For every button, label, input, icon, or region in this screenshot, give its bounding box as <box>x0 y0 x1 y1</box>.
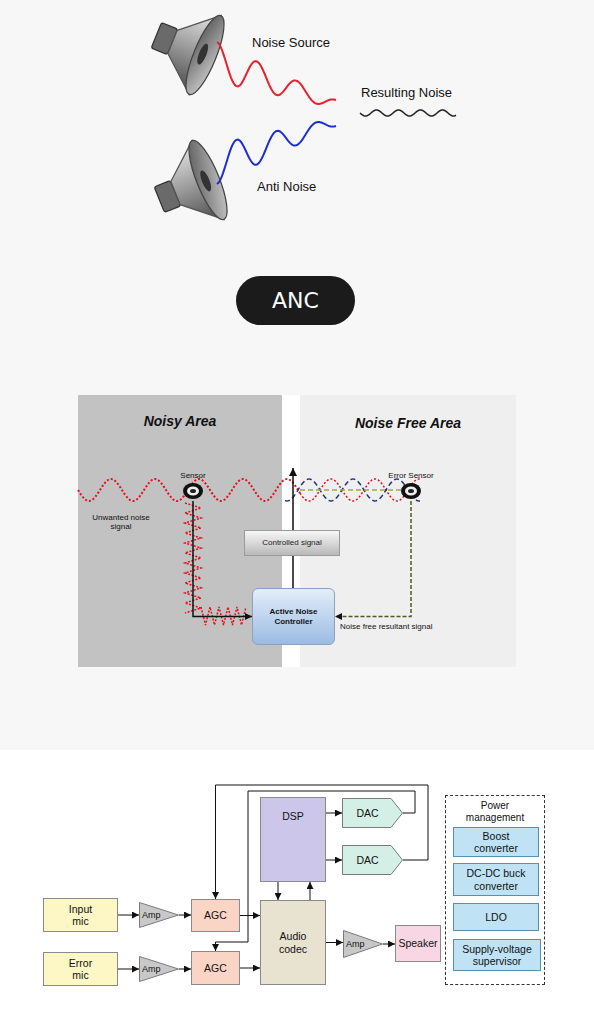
codec-box: Audio codec <box>260 900 326 985</box>
outline <box>344 931 383 958</box>
microphone-box: Error mic <box>43 952 118 986</box>
sensor-symbol <box>399 481 423 501</box>
connector-arrow <box>240 968 260 969</box>
connector-arrow <box>118 915 139 916</box>
power-block: Supply-voltage supervisor <box>453 939 541 971</box>
node-text: Noisy Area <box>144 413 217 429</box>
node-text: Controlled signal <box>262 538 322 547</box>
node-text: AGC <box>204 909 227 921</box>
connector-arrow <box>326 813 342 814</box>
resulting-wave <box>360 110 456 116</box>
connector-arrow <box>179 915 191 916</box>
dsp-box: DSP <box>260 797 326 882</box>
speaker-dome <box>198 169 213 193</box>
node-text: Noise Free Area <box>355 415 461 431</box>
annotation-label: Resulting Noise <box>361 86 452 101</box>
node-text: Error Sensor <box>388 471 433 480</box>
amplifier-symbol: Amp <box>343 930 383 958</box>
outline <box>343 846 403 875</box>
node-text: Amp <box>142 910 161 920</box>
node-text: Active Noise Controller <box>263 607 325 625</box>
noise-wave <box>217 42 336 104</box>
noise-signal <box>78 479 300 501</box>
control-arrow <box>292 468 294 588</box>
connector-arrow <box>240 915 260 916</box>
microphone-box: Input mic <box>43 898 118 932</box>
sensor-face <box>405 487 417 496</box>
connector-arrow <box>179 969 191 970</box>
outline <box>343 799 403 828</box>
sensor-symbol <box>181 481 205 501</box>
anti-noise-wave <box>217 122 336 184</box>
node-text: DAC <box>356 854 378 866</box>
node-text: Power management <box>452 800 538 823</box>
signal-box: Controlled signal <box>244 530 340 556</box>
panel-frame <box>78 395 516 667</box>
agc-box: AGC <box>191 951 240 985</box>
sensor-ring <box>401 483 421 499</box>
sensor: Sensor <box>170 462 216 501</box>
node-text: Speaker <box>398 937 437 949</box>
power-block: Boost converter <box>453 827 539 857</box>
amplifier-symbol: Amp <box>139 902 179 928</box>
node-text: Sensor <box>180 471 205 480</box>
node-text: Error mic <box>61 957 101 981</box>
panel-ground <box>0 750 594 1020</box>
sensor-face <box>187 487 199 496</box>
speaker-icon <box>143 136 234 239</box>
node-text: ANC <box>272 288 319 313</box>
node-text: Amp <box>142 964 161 974</box>
power-block: LDO <box>453 903 539 931</box>
dac-symbol: DAC <box>342 798 403 828</box>
controller-box: Active Noise Controller <box>252 588 335 645</box>
sensor: Error Sensor <box>384 458 438 501</box>
edge-label: Noise free resultant signal <box>340 622 433 631</box>
amplifier-symbol: Amp <box>139 956 179 982</box>
connector-arrow <box>193 501 252 617</box>
node-text: Amp <box>346 939 365 949</box>
node-text: LDO <box>485 911 507 923</box>
annotation-label: Unwanted noise signal <box>86 513 156 531</box>
node-text: DC-DC buck converter <box>458 867 534 891</box>
anti-noise-signal <box>285 479 420 501</box>
node-text: Boost converter <box>468 830 524 854</box>
speaker-dome <box>195 42 210 66</box>
node-text: Audio codec <box>271 930 315 954</box>
node-text: DSP <box>282 810 304 822</box>
toggle-pill: ANC <box>236 276 355 325</box>
connector-arrow <box>118 969 139 970</box>
dac-symbol: DAC <box>342 845 403 875</box>
group-box: Power managementBoost converterDC-DC buc… <box>445 795 545 985</box>
connector-arrow <box>310 882 311 900</box>
node-text: AGC <box>204 962 227 974</box>
connector-arrow <box>326 860 342 861</box>
connector-arrow <box>216 785 429 899</box>
connector-arrow <box>383 944 395 945</box>
power-block: DC-DC buck converter <box>453 863 539 896</box>
sensor-core <box>408 489 414 493</box>
sensor-core <box>190 489 196 493</box>
sensor-ring <box>183 483 203 499</box>
outline <box>140 957 179 982</box>
connector-arrow <box>326 942 343 943</box>
speaker-icon <box>140 0 231 99</box>
speaker-box: Speaker <box>395 925 441 962</box>
agc-box: AGC <box>191 899 240 932</box>
connector-arrow <box>278 882 279 900</box>
outline <box>140 903 179 928</box>
annotation-label: Anti Noise <box>257 180 316 195</box>
annotation-label: Noise Source <box>252 36 330 51</box>
node-text: Input mic <box>61 903 101 927</box>
speaker-mouth <box>182 136 235 223</box>
node-text: DAC <box>356 807 378 819</box>
resultant-signal <box>300 489 405 491</box>
connector-arrow <box>335 501 411 617</box>
node-text: Supply-voltage supervisor <box>456 943 538 967</box>
